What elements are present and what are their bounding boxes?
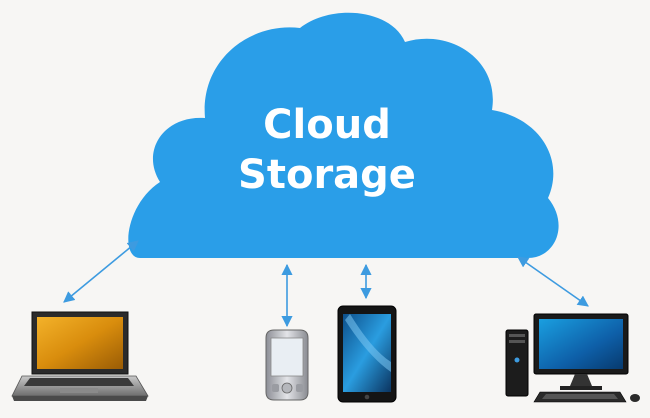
cloud-title-line1: Cloud <box>263 102 391 148</box>
cloud-title-line2: Storage <box>238 152 416 198</box>
laptop-icon <box>11 311 149 401</box>
desktop-computer-icon <box>505 313 640 403</box>
arrow-desktop <box>517 256 589 307</box>
cloud-shape <box>128 12 559 258</box>
pda-icon <box>265 329 309 401</box>
tablet-icon <box>337 305 397 403</box>
arrow-laptop <box>63 240 139 303</box>
